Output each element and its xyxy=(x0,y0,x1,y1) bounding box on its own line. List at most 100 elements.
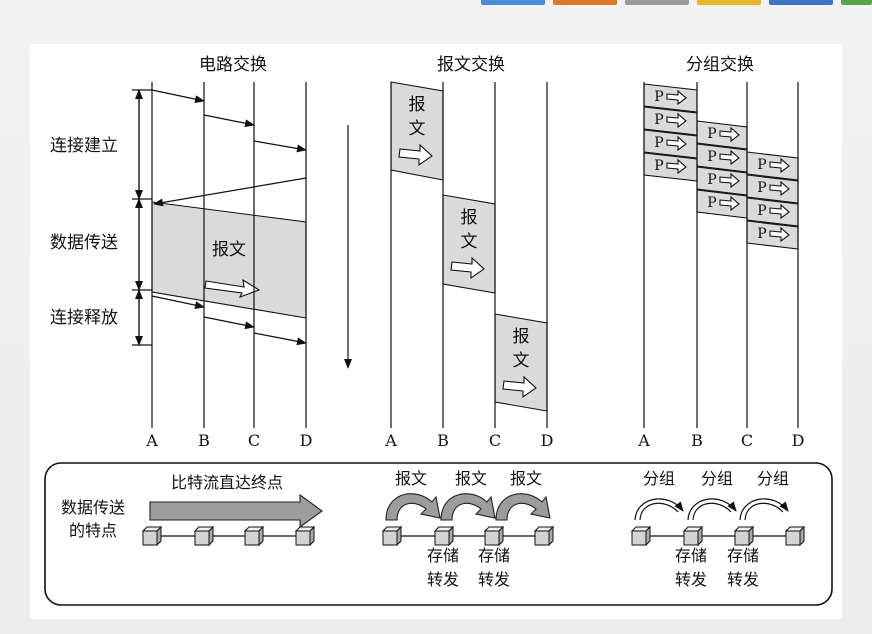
node-cube xyxy=(433,525,455,547)
title-packet-switching: 分组交换 xyxy=(686,55,754,75)
message-arrow-bc xyxy=(450,256,485,280)
packet-hop-label-3: 分组 xyxy=(757,469,789,488)
message-hop-label-1: 报文 xyxy=(395,469,427,488)
packet-label: P xyxy=(654,158,663,174)
header-strip-6 xyxy=(841,0,872,5)
features-title-line1: 数据传送 xyxy=(61,498,125,517)
packet-label: P xyxy=(654,89,663,105)
packet-arrow xyxy=(719,149,740,166)
message-node-c: C xyxy=(489,431,501,450)
node-cube xyxy=(784,525,806,547)
header-strip-1 xyxy=(481,0,545,5)
node-cube xyxy=(294,525,316,547)
message-hop-label-2: 报文 xyxy=(455,469,487,488)
packet-label: P xyxy=(654,135,663,151)
packet-node-a: A xyxy=(637,431,650,450)
message-store-1: 存储 xyxy=(427,546,459,565)
node-cube xyxy=(682,525,704,547)
circuit-node-c: C xyxy=(248,431,260,450)
packet-label: P xyxy=(757,180,766,196)
packet-arrow xyxy=(719,195,740,212)
phase-label-setup: 连接建立 xyxy=(50,136,118,156)
circuit-node-a: A xyxy=(145,431,158,450)
node-cube xyxy=(483,525,505,547)
packet-arrow xyxy=(666,89,687,106)
message-box-ab-char1: 报 xyxy=(409,95,426,115)
packet-label: P xyxy=(707,172,716,188)
packet-node-d: D xyxy=(792,431,805,450)
message-box-bc-char1: 报 xyxy=(461,208,478,228)
message-arrow-cd xyxy=(502,375,537,399)
packet-arrow xyxy=(666,135,687,152)
circuit-switching-panel: 连接建立 数据传送 连接释放 报文 A B C D xyxy=(50,82,312,450)
node-cube xyxy=(381,525,403,547)
circuit-node-b: B xyxy=(198,431,210,450)
packet-arrow xyxy=(719,126,740,143)
packet-label: P xyxy=(707,149,716,165)
data-transfer-features-box: 数据传送 的特点 比特流直达终点 报文 报文 报文 存储 转发 存储 转发 分组… xyxy=(44,462,833,606)
bitstream-arrow xyxy=(149,493,323,529)
node-cube xyxy=(733,525,755,547)
packet-hop-label-2: 分组 xyxy=(701,469,733,488)
packet-forward-1: 转发 xyxy=(675,570,707,589)
header-strip-2 xyxy=(553,0,617,5)
packet-arrow xyxy=(666,112,687,129)
packet-node-b: B xyxy=(691,431,703,450)
message-forward-1: 转发 xyxy=(427,570,459,589)
packet-forward-2: 转发 xyxy=(727,570,759,589)
packet-store-1: 存储 xyxy=(675,546,707,565)
packet-label: P xyxy=(757,157,766,173)
title-circuit-switching: 电路交换 xyxy=(199,55,267,75)
packet-arrow xyxy=(769,157,790,174)
packet-hop-arrow-1 xyxy=(634,498,684,521)
packet-arrow xyxy=(719,172,740,189)
message-node-d: D xyxy=(541,431,554,450)
message-arrow-ab xyxy=(398,143,433,167)
packet-arrow xyxy=(769,226,790,243)
message-node-a: A xyxy=(384,431,397,450)
circuit-message-label: 报文 xyxy=(212,240,246,260)
packet-label: P xyxy=(707,126,716,142)
node-cube xyxy=(630,525,652,547)
circuit-node-d: D xyxy=(300,431,313,450)
message-forward-2: 转发 xyxy=(478,570,510,589)
message-switching-panel: 报 文 报 文 报 文 A B C D xyxy=(384,81,554,450)
message-box-cd-char1: 报 xyxy=(513,327,530,347)
packet-arrow xyxy=(666,158,687,175)
features-title-line2: 的特点 xyxy=(69,521,117,540)
message-node-b: B xyxy=(437,431,449,450)
message-box-cd-char2: 文 xyxy=(513,351,530,371)
packet-label: P xyxy=(757,203,766,219)
message-box-ab-char2: 文 xyxy=(409,119,426,139)
packet-label: P xyxy=(654,112,663,128)
packet-node-c: C xyxy=(741,431,753,450)
circuit-data-arrow xyxy=(204,278,261,298)
message-box-bc-char2: 文 xyxy=(461,232,478,252)
packet-label: P xyxy=(757,226,766,242)
phase-label-release: 连接释放 xyxy=(50,308,118,328)
header-strip-4 xyxy=(697,0,761,5)
packet-hop-arrow-3 xyxy=(739,498,789,521)
node-cube xyxy=(193,525,215,547)
message-hop-arrow-1 xyxy=(385,493,441,521)
packet-store-2: 存储 xyxy=(727,546,759,565)
packet-hop-label-1: 分组 xyxy=(643,469,675,488)
node-cube xyxy=(533,525,555,547)
header-strip-3 xyxy=(625,0,689,5)
packet-label: P xyxy=(707,195,716,211)
message-hop-arrow-3 xyxy=(495,493,551,521)
node-cube xyxy=(141,525,163,547)
message-store-2: 存储 xyxy=(478,546,510,565)
bitstream-label: 比特流直达终点 xyxy=(171,473,283,492)
packet-arrow xyxy=(769,180,790,197)
header-strip-5 xyxy=(769,0,833,5)
node-cube xyxy=(243,525,265,547)
message-hop-arrow-2 xyxy=(440,493,496,521)
title-message-switching: 报文交换 xyxy=(437,55,505,75)
message-hop-label-3: 报文 xyxy=(510,469,542,488)
packet-arrow xyxy=(769,203,790,220)
packet-hop-arrow-2 xyxy=(687,498,737,521)
phase-label-transfer: 数据传送 xyxy=(50,233,118,253)
